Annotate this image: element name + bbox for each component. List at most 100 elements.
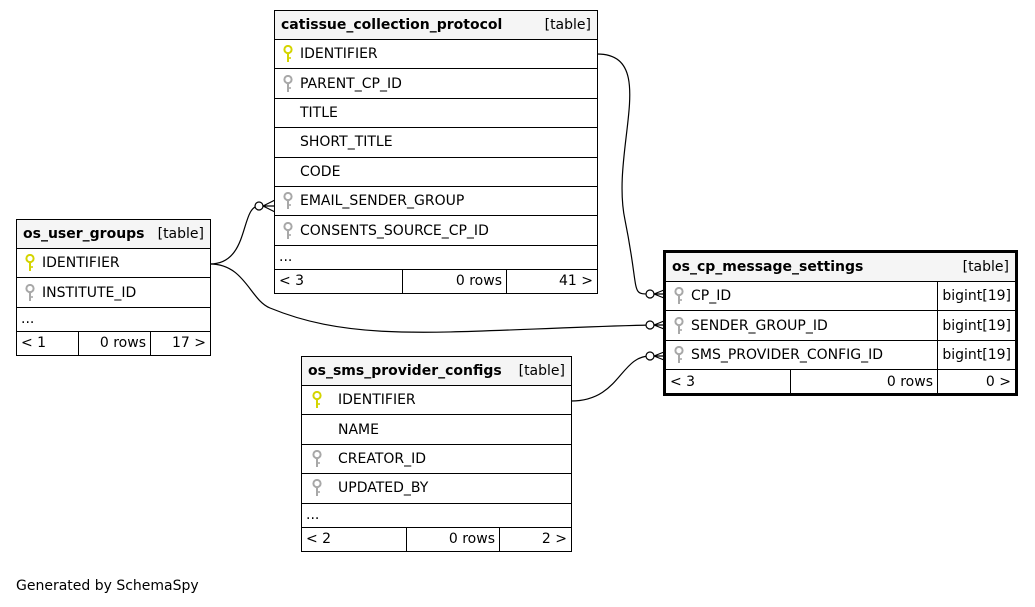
- column-row[interactable]: IDENTIFIER: [275, 40, 597, 70]
- parents-count[interactable]: < 3: [275, 269, 403, 293]
- edge-end-circle: [645, 320, 655, 330]
- column-row[interactable]: CREATOR_ID: [302, 445, 571, 475]
- generated-by-label: Generated by SchemaSpy: [16, 578, 199, 594]
- table-type: [table]: [157, 226, 204, 242]
- edge-email-sender-group: [209, 205, 260, 265]
- blank-icon-slot: [279, 99, 297, 127]
- table-name: os_sms_provider_configs: [308, 363, 502, 379]
- parents-count[interactable]: < 2: [302, 527, 407, 551]
- primary-key-icon: [279, 40, 297, 68]
- column-type: bigint[19]: [937, 340, 1015, 370]
- column-row[interactable]: CONSENTS_SOURCE_CP_ID: [275, 216, 597, 246]
- rows-count: 0 rows: [403, 269, 507, 293]
- edge-end-circle: [645, 289, 655, 299]
- column-row[interactable]: IDENTIFIER: [17, 249, 210, 279]
- blank-icon-slot: [279, 128, 297, 156]
- column-list: IDENTIFIER PARENT_CP_ID TITLE SHORT_TITLE CO…: [275, 40, 597, 246]
- column-list: IDENTIFIER INSTITUTE_ID: [17, 249, 210, 308]
- column-name: IDENTIFIER: [42, 255, 120, 272]
- more-columns[interactable]: ...: [275, 246, 597, 270]
- primary-key-icon: [306, 386, 328, 414]
- edge-end-circle: [254, 201, 264, 211]
- column-row[interactable]: CODE: [275, 158, 597, 187]
- column-name: NAME: [338, 421, 379, 438]
- rows-count: 0 rows: [407, 527, 500, 551]
- column-name: CONSENTS_SOURCE_CP_ID: [300, 222, 489, 239]
- column-name: INSTITUTE_ID: [42, 284, 137, 301]
- edge-sms-provider: [570, 355, 651, 402]
- column-name: CREATOR_ID: [338, 450, 427, 467]
- children-count[interactable]: 17 >: [172, 335, 206, 352]
- crows-foot: [653, 351, 665, 361]
- table-os-user-groups[interactable]: os_user_groups [table] IDENTIFIER INSTITU…: [16, 219, 211, 356]
- column-list: CP_ID bigint[19] SENDER_GROUP_ID bigint[19]…: [666, 282, 1015, 371]
- table-os-sms-provider-configs[interactable]: os_sms_provider_configs [table] IDENTIFI…: [301, 356, 572, 552]
- blank-icon-slot: [279, 158, 297, 186]
- edge-end-circle: [645, 351, 655, 361]
- column-name: SENDER_GROUP_ID: [691, 317, 828, 334]
- column-name: CODE: [300, 163, 341, 180]
- parents-count[interactable]: < 3: [666, 370, 791, 394]
- more-columns[interactable]: ...: [17, 308, 210, 332]
- edge-sender-group: [209, 263, 651, 333]
- foreign-key-icon: [21, 278, 39, 306]
- table-header: os_cp_message_settings [table]: [666, 253, 1015, 282]
- table-header: catissue_collection_protocol [table]: [275, 11, 597, 40]
- column-row[interactable]: IDENTIFIER: [302, 386, 571, 416]
- table-type: [table]: [962, 259, 1009, 275]
- column-row[interactable]: SMS_PROVIDER_CONFIG_ID bigint[19]: [666, 340, 1015, 371]
- table-footer: < 3 0 rows 0 >: [666, 370, 1015, 394]
- children-count[interactable]: 2 >: [541, 531, 567, 548]
- table-footer: < 2 0 rows 2 >: [302, 527, 571, 551]
- column-name: EMAIL_SENDER_GROUP: [300, 193, 465, 210]
- table-catissue-collection-protocol[interactable]: catissue_collection_protocol [table] IDE…: [274, 10, 598, 294]
- table-type: [table]: [544, 17, 591, 33]
- rows-count: 0 rows: [791, 370, 938, 394]
- column-name: IDENTIFIER: [338, 392, 416, 409]
- column-row[interactable]: PARENT_CP_ID: [275, 69, 597, 99]
- blank-icon-slot: [306, 415, 328, 443]
- column-list: IDENTIFIER NAME CREATOR_ID UPDATED_BY: [302, 386, 571, 504]
- crows-foot: [653, 289, 665, 299]
- table-type: [table]: [518, 363, 565, 379]
- crows-foot: [262, 199, 276, 213]
- foreign-key-icon: [670, 311, 688, 339]
- column-row[interactable]: SHORT_TITLE: [275, 128, 597, 158]
- table-footer: < 1 0 rows 17 >: [17, 331, 210, 355]
- column-name: PARENT_CP_ID: [300, 75, 402, 92]
- primary-key-icon: [21, 249, 39, 277]
- foreign-key-icon: [670, 341, 688, 369]
- table-header: os_sms_provider_configs [table]: [302, 357, 571, 386]
- column-type: bigint[19]: [937, 282, 1015, 311]
- table-name: os_user_groups: [23, 226, 145, 242]
- column-row[interactable]: INSTITUTE_ID: [17, 278, 210, 308]
- foreign-key-icon: [670, 282, 688, 310]
- foreign-key-icon: [306, 445, 328, 473]
- column-row[interactable]: NAME: [302, 415, 571, 445]
- column-name: SHORT_TITLE: [300, 134, 393, 151]
- table-header: os_user_groups [table]: [17, 220, 210, 249]
- column-row[interactable]: CP_ID bigint[19]: [666, 282, 1015, 312]
- column-row[interactable]: TITLE: [275, 99, 597, 129]
- children-count[interactable]: 41 >: [559, 273, 593, 290]
- foreign-key-icon: [279, 216, 297, 244]
- crows-foot: [653, 320, 665, 330]
- rows-count: 0 rows: [79, 331, 151, 355]
- column-row[interactable]: UPDATED_BY: [302, 474, 571, 504]
- foreign-key-icon: [279, 69, 297, 97]
- table-footer: < 3 0 rows 41 >: [275, 269, 597, 293]
- column-name: CP_ID: [691, 288, 732, 305]
- column-name: SMS_PROVIDER_CONFIG_ID: [691, 346, 884, 363]
- column-row[interactable]: SENDER_GROUP_ID bigint[19]: [666, 311, 1015, 341]
- parents-count[interactable]: < 1: [17, 331, 79, 355]
- column-name: UPDATED_BY: [338, 480, 429, 497]
- foreign-key-icon: [279, 187, 297, 215]
- table-name: catissue_collection_protocol: [281, 17, 503, 33]
- more-columns[interactable]: ...: [302, 504, 571, 528]
- column-row[interactable]: EMAIL_SENDER_GROUP: [275, 187, 597, 217]
- children-count[interactable]: 0 >: [985, 373, 1011, 390]
- column-type: bigint[19]: [937, 311, 1015, 340]
- column-name: IDENTIFIER: [300, 46, 378, 63]
